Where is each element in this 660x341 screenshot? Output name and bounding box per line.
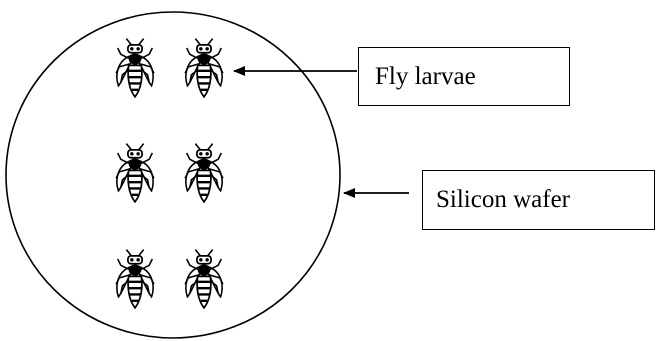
silicon-wafer-label: Silicon wafer xyxy=(422,170,655,230)
silicon-wafer xyxy=(5,11,341,339)
fly-larvae-label: Fly larvae xyxy=(358,47,570,106)
